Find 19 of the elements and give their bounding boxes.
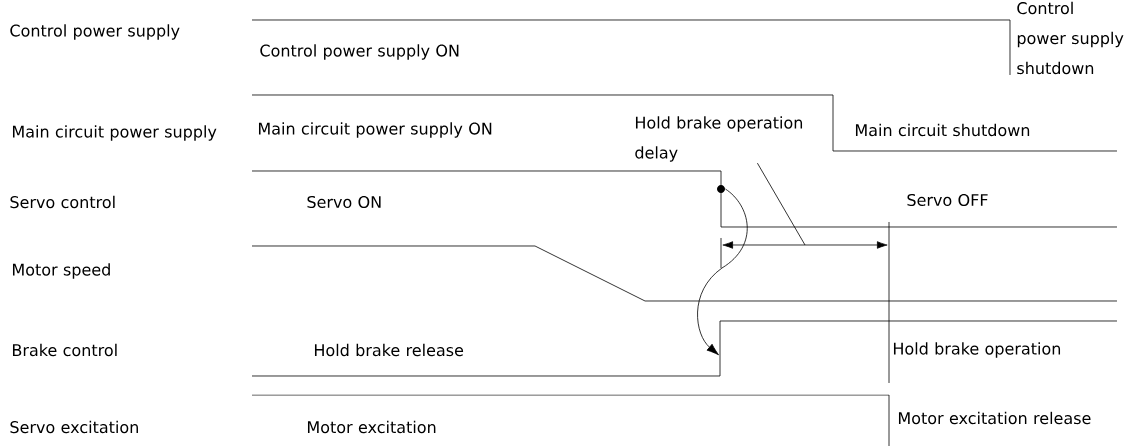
signal-label: Hold brake operation: [893, 342, 1061, 358]
signal-label: Servo OFF: [907, 193, 988, 207]
signal-label: Hold brake release: [315, 343, 464, 357]
annotation-text: Hold brake operation delay: [635, 116, 803, 162]
signal-label: Servo ON: [307, 195, 381, 209]
signal-label: Motor excitation: [308, 420, 436, 434]
signal-label: Main circuit shutdown: [855, 123, 1030, 137]
signal-label: Control power supply ON: [260, 44, 459, 60]
leader-line: [757, 162, 806, 246]
signal-label: Main circuit power supply ON: [259, 122, 492, 138]
signal-label: Brake control: [13, 343, 117, 357]
signal-label: Motor excitation release: [898, 411, 1091, 425]
signal-label: Servo excitation: [10, 420, 138, 434]
signal-label: Motor speed: [13, 263, 110, 279]
signal-label: Control power supply shutdown: [1017, 1, 1124, 75]
signal-label: Servo control: [10, 195, 115, 209]
signal-label: Main circuit power supply: [13, 125, 217, 141]
signal-label: Control power supply: [10, 24, 180, 40]
curved-arrow: [697, 188, 748, 356]
